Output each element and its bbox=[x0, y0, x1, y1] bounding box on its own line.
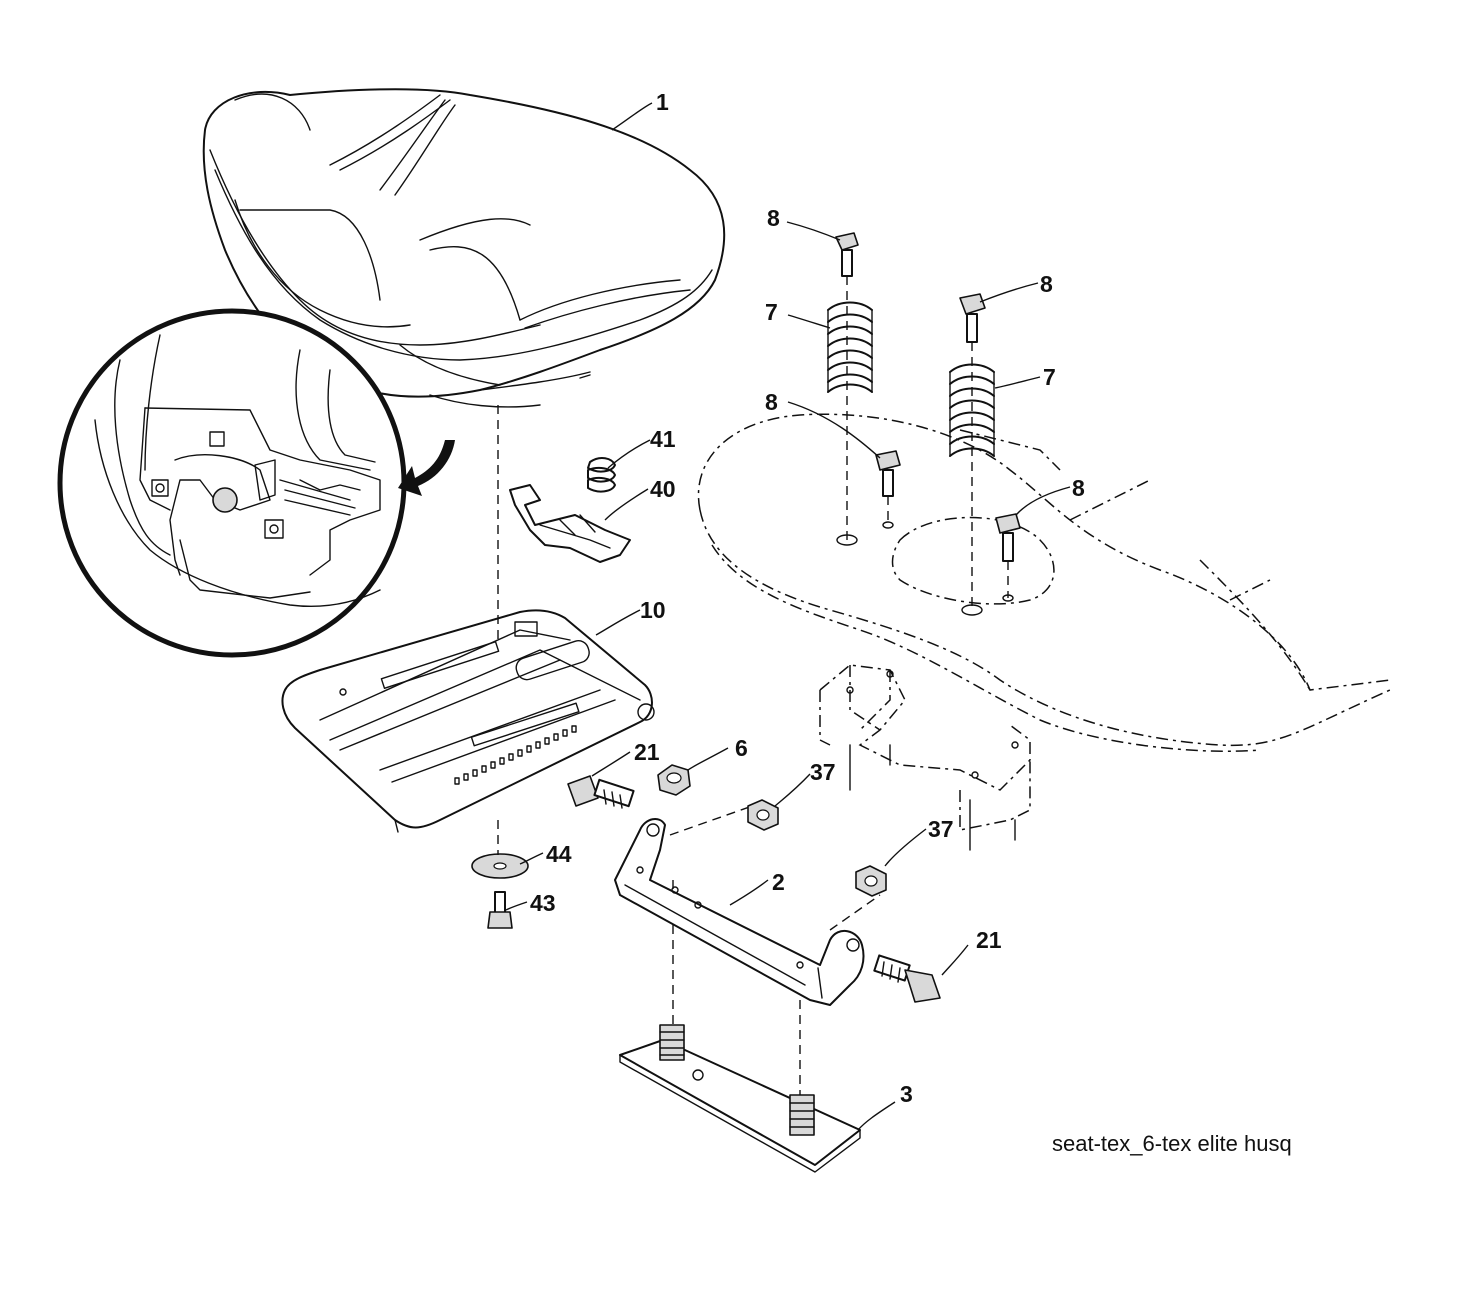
bolt-8-b bbox=[959, 293, 986, 343]
base-plate-3 bbox=[619, 1024, 861, 1173]
stud-right bbox=[789, 1094, 815, 1136]
callout-41: 41 bbox=[650, 426, 676, 452]
chassis-outline bbox=[697, 413, 1391, 752]
bolt-8-a bbox=[835, 232, 859, 277]
callout-8-d: 8 bbox=[1072, 475, 1085, 501]
callout-10: 10 bbox=[640, 597, 666, 623]
chassis-brackets bbox=[819, 664, 1031, 851]
callout-21-a: 21 bbox=[634, 739, 660, 765]
callout-8-a: 8 bbox=[767, 205, 780, 231]
callout-8-b: 8 bbox=[1040, 271, 1053, 297]
nut-6 bbox=[657, 764, 691, 796]
callout-7-b: 7 bbox=[1043, 364, 1056, 390]
bolt-21-a bbox=[567, 775, 635, 809]
seat-pan-10 bbox=[281, 609, 655, 833]
washer-44 bbox=[471, 853, 529, 879]
nut-37-b bbox=[855, 865, 887, 897]
leader-lines bbox=[505, 102, 1071, 1131]
pivot-bracket-2 bbox=[614, 818, 865, 1006]
seat bbox=[202, 88, 726, 408]
callout-44: 44 bbox=[546, 841, 572, 867]
callout-1: 1 bbox=[656, 89, 669, 115]
stud-left bbox=[659, 1024, 685, 1061]
pointer-arrow bbox=[398, 440, 455, 496]
callout-37-a: 37 bbox=[810, 759, 836, 785]
bolt-8-d bbox=[995, 513, 1021, 562]
callouts: 1 8 8 7 7 8 41 8 40 10 21 6 37 37 44 2 4… bbox=[530, 89, 1085, 1107]
callout-2: 2 bbox=[772, 869, 785, 895]
spring-41 bbox=[587, 457, 616, 493]
callout-37-b: 37 bbox=[928, 816, 954, 842]
callout-6: 6 bbox=[735, 735, 748, 761]
spring-7-a bbox=[827, 301, 873, 393]
assembly-lines bbox=[497, 276, 1014, 1095]
diagram-caption: seat-tex_6-tex elite husq bbox=[1052, 1131, 1292, 1156]
callout-7-a: 7 bbox=[765, 299, 778, 325]
bolt-21-b bbox=[873, 954, 941, 1003]
callout-8-c: 8 bbox=[765, 389, 778, 415]
callout-3: 3 bbox=[900, 1081, 913, 1107]
bolt-43 bbox=[487, 891, 513, 929]
nut-37-a bbox=[747, 799, 779, 831]
detail-inset bbox=[57, 308, 407, 658]
callout-43: 43 bbox=[530, 890, 556, 916]
callout-21-b: 21 bbox=[976, 927, 1002, 953]
latch-40 bbox=[509, 484, 631, 563]
callout-40: 40 bbox=[650, 476, 676, 502]
